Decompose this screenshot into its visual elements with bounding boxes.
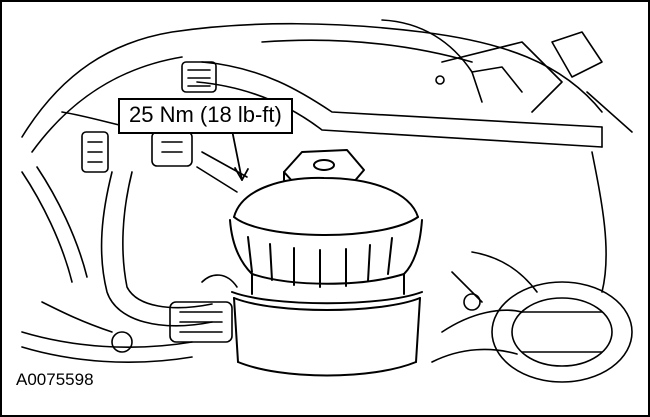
oil-filter-cap (229, 149, 423, 377)
right-components (431, 251, 633, 383)
leader-arrow (231, 129, 249, 181)
left-hose (21, 166, 213, 327)
engine-background-lines (21, 19, 633, 293)
figure-id-label: A0075598 (16, 370, 94, 389)
lower-harness (21, 274, 238, 364)
torque-callout-label: 25 Nm (18 lb-ft) (118, 98, 293, 134)
